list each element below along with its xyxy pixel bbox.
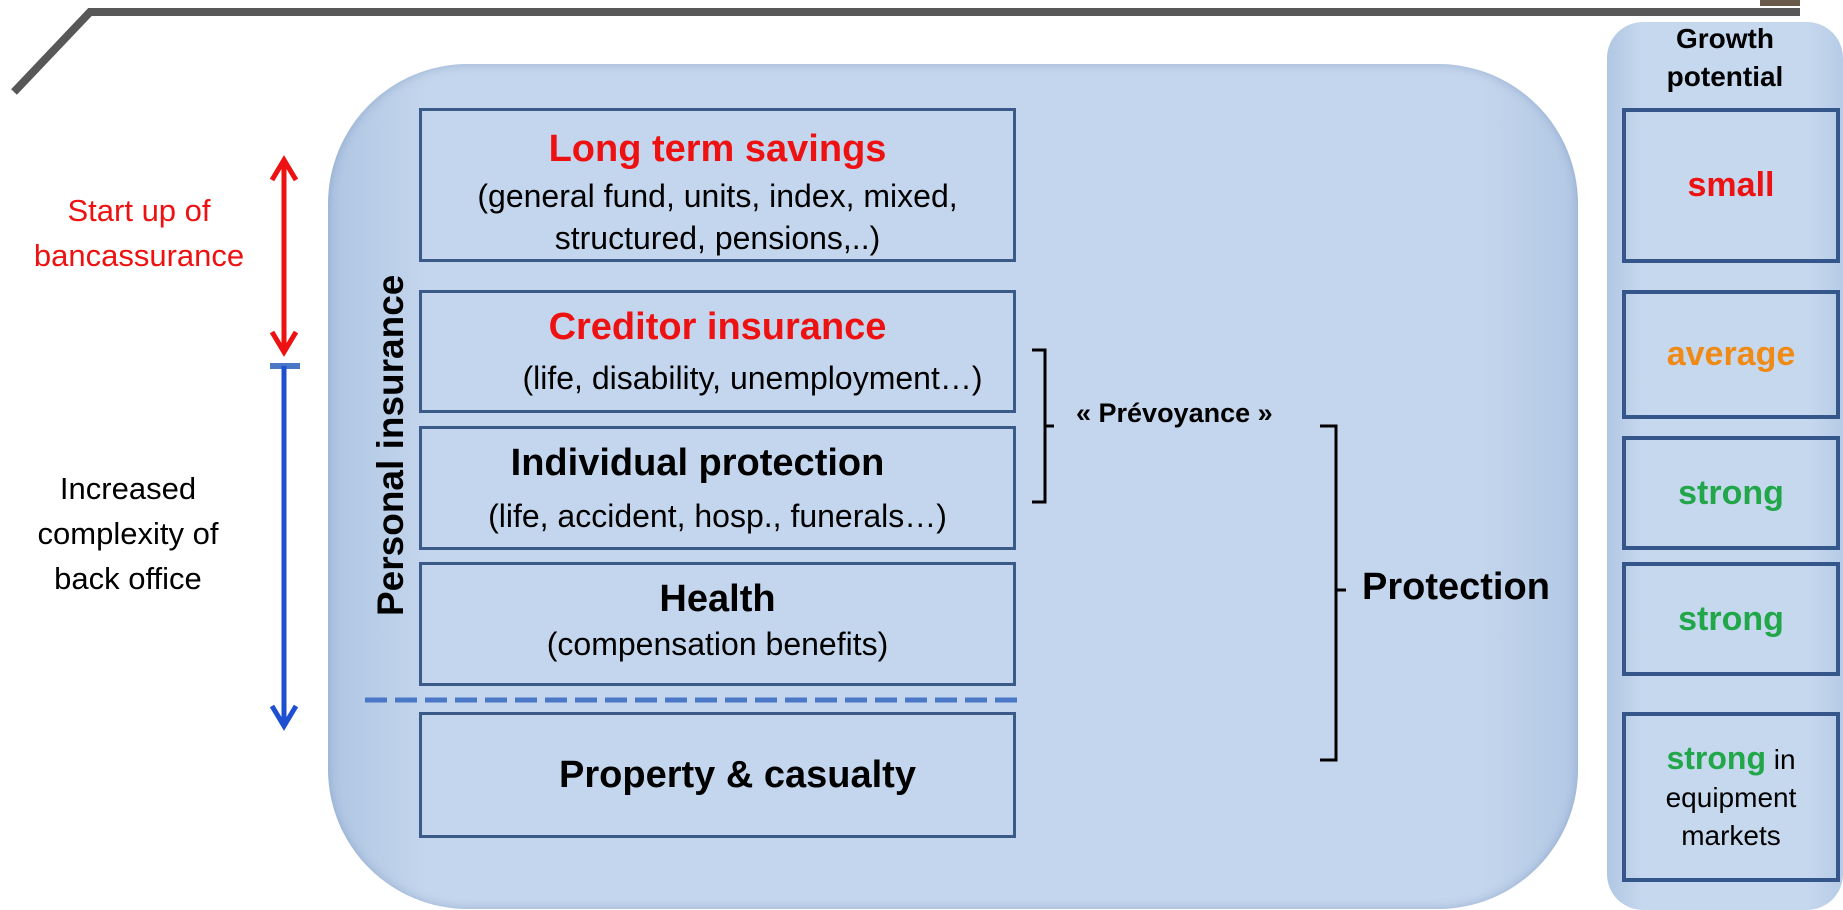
protection-label: Protection <box>1362 566 1550 608</box>
red-double-arrow-icon <box>269 155 299 357</box>
top-rule <box>11 0 1800 95</box>
startup-label: Start up of bancassurance <box>33 193 245 273</box>
protection-bracket-icon <box>1320 424 1346 762</box>
prevoyance-label: « Prévoyance » <box>1076 398 1273 428</box>
box-long-term-savings: Long term savings (general fund, units, … <box>419 108 1016 262</box>
growth-average: average <box>1622 290 1840 419</box>
complexity-label: Increased complexity of back office <box>37 471 219 596</box>
box-property-casualty: Property & casualty <box>419 712 1016 838</box>
individual-protection-title: Individual protection <box>510 442 885 484</box>
growth-strong-1: strong <box>1622 436 1840 550</box>
prevoyance-bracket-icon <box>1032 348 1054 504</box>
box-individual-protection: Individual protection (life, accident, h… <box>419 426 1016 550</box>
growth-strong-2: strong <box>1622 562 1840 676</box>
box-health: Health (compensation benefits) <box>419 562 1016 686</box>
blue-arrow-icon <box>269 363 300 731</box>
growth-header: Growth potential <box>1666 23 1784 92</box>
box-creditor-insurance: Creditor insurance (life, disability, un… <box>419 290 1016 413</box>
long-term-savings-title: Long term savings <box>548 128 887 170</box>
growth-small: small <box>1622 108 1840 263</box>
health-title: Health <box>659 578 776 620</box>
creditor-insurance-title: Creditor insurance <box>548 306 887 348</box>
brackets <box>1032 348 1346 762</box>
personal-insurance-panel <box>328 64 1578 909</box>
personal-insurance-label: Personal insurance <box>370 274 411 616</box>
property-casualty-title: Property & casualty <box>559 754 916 796</box>
arrows <box>269 155 300 731</box>
growth-potential-panel <box>1607 22 1843 910</box>
growth-strong-equipment: strong in equipment markets <box>1622 712 1840 882</box>
dashed-divider <box>365 697 1020 703</box>
